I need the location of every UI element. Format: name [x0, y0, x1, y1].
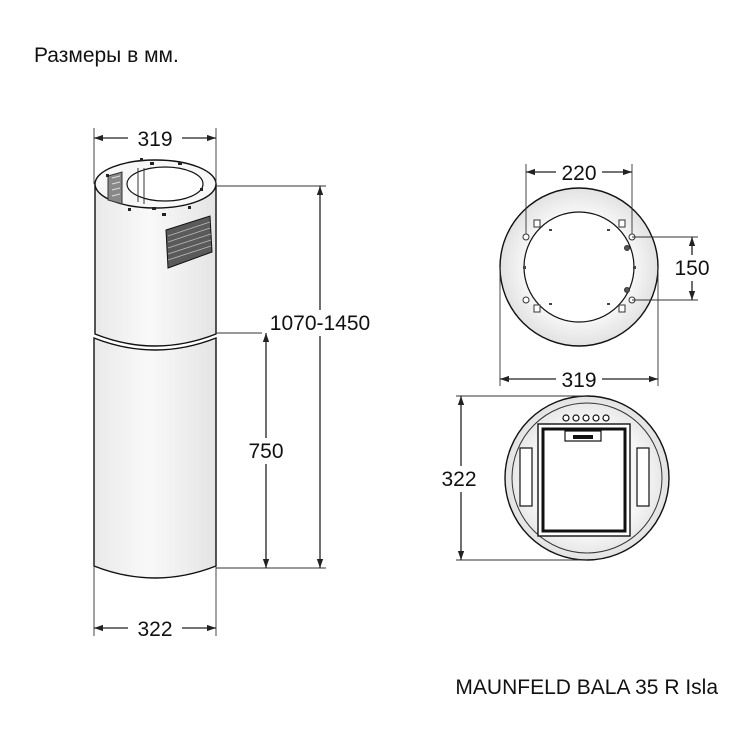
mounting-holes [522, 219, 636, 313]
grease-filter [537, 423, 631, 537]
control-buttons [562, 414, 610, 422]
bottom-inner-ring [511, 402, 663, 554]
total-height-label: 1070-1450 [270, 312, 370, 335]
grille-slots [167, 221, 212, 261]
bottom-width-label: 322 [137, 618, 172, 641]
ventilation-grille [165, 215, 213, 269]
hole-spacing-vertical-label: 150 [674, 257, 709, 280]
hole-spacing-horizontal-label: 220 [561, 162, 596, 185]
lower-height-label: 750 [248, 440, 283, 463]
side-view: 319 1070-1450 750 322 [93, 124, 378, 641]
rim-holes [106, 158, 203, 216]
dimensions-note: Размеры в мм. [34, 44, 179, 67]
top-diameter-label: 319 [561, 369, 596, 392]
left-light [519, 447, 533, 507]
lower-cylinder [93, 336, 217, 579]
top-view: 220 150 319 [499, 158, 714, 392]
top-width-label: 319 [137, 128, 172, 151]
filter-inner-frame [541, 427, 627, 533]
top-opening [126, 166, 204, 202]
bottom-view: 322 [436, 395, 670, 561]
plate-marks [523, 229, 636, 305]
model-name: MAUNFELD BALA 35 R Isla [455, 676, 718, 699]
right-light [636, 447, 650, 507]
bottom-diameter-label: 322 [441, 468, 476, 491]
inner-frame [107, 168, 145, 205]
